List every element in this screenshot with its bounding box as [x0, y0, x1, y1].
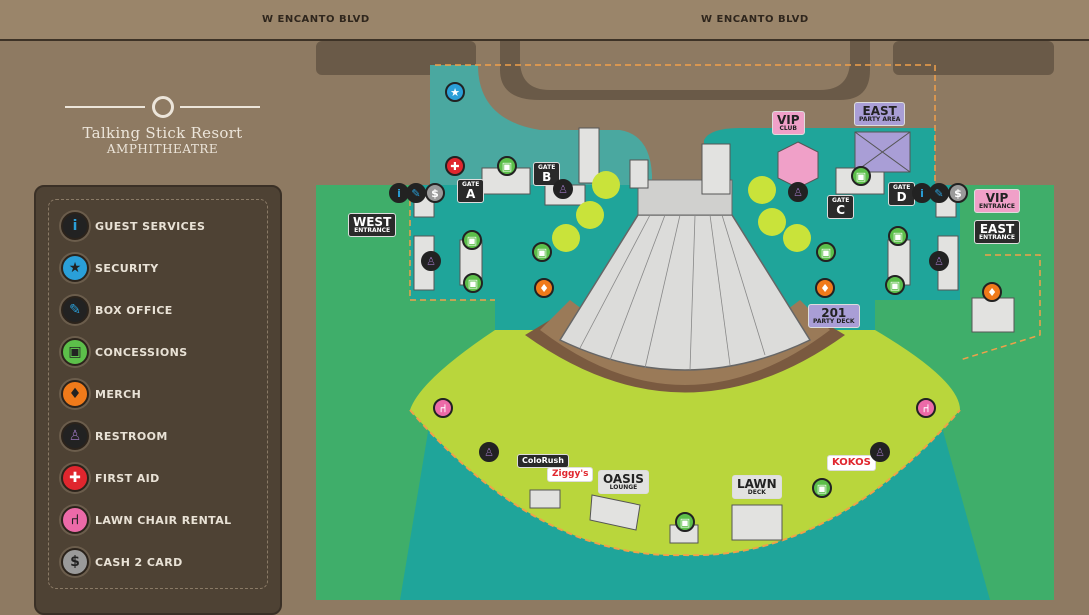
- restroom-icon[interactable]: ♙: [788, 182, 808, 202]
- concessions-icon[interactable]: ▣: [532, 242, 552, 262]
- shirt-icon[interactable]: ♦: [534, 278, 554, 298]
- first-aid-icon: ✚: [61, 464, 89, 492]
- restroom-icon[interactable]: ♙: [553, 179, 573, 199]
- restroom-icon[interactable]: ♙: [421, 251, 441, 271]
- cash-icon[interactable]: $: [948, 183, 968, 203]
- logo-line2: AMPHITHEATRE: [106, 142, 219, 156]
- restroom-icon[interactable]: ♙: [479, 442, 499, 462]
- colorush-label[interactable]: ColoRush: [517, 454, 569, 468]
- seating-deck: [525, 320, 845, 393]
- security-icon[interactable]: ★: [445, 82, 465, 102]
- lawn-chair-icon[interactable]: ⑁: [916, 398, 936, 418]
- legend-item-lawn-chair-rental[interactable]: ⑁LAWN CHAIR RENTAL: [61, 506, 232, 534]
- palm-trees: [552, 171, 811, 252]
- legend-item-cash-2-card[interactable]: $CASH 2 CARD: [61, 548, 183, 576]
- ticket-icon[interactable]: ✎: [406, 183, 426, 203]
- legend-item-concessions[interactable]: ▣CONCESSIONS: [61, 338, 188, 366]
- info-icon: i: [61, 212, 89, 240]
- shirt-icon[interactable]: ♦: [982, 282, 1002, 302]
- legend-item-box-office[interactable]: ✎BOX OFFICE: [61, 296, 173, 324]
- parking-lot: [893, 41, 1054, 75]
- ticket-icon: ✎: [61, 296, 89, 324]
- concessions-icon[interactable]: ▣: [675, 512, 695, 532]
- concessions-icon[interactable]: ▣: [851, 166, 871, 186]
- concessions-icon[interactable]: ▣: [812, 478, 832, 498]
- concessions-icon: ▣: [61, 338, 89, 366]
- road-w-encanto-blvd: W ENCANTO BLVD W ENCANTO BLVD: [0, 0, 1089, 41]
- venue-logo: Talking Stick Resort AMPHITHEATRE: [60, 96, 265, 156]
- concessions-icon[interactable]: ▣: [885, 275, 905, 295]
- legend-item-security[interactable]: ★SECURITY: [61, 254, 159, 282]
- lawn-chair-icon[interactable]: ⑁: [433, 398, 453, 418]
- concessions-icon[interactable]: ▣: [888, 226, 908, 246]
- restroom-icon[interactable]: ♙: [929, 251, 949, 271]
- logo-swirl-icon: [151, 96, 174, 118]
- venue-map: [316, 41, 1054, 600]
- shirt-icon[interactable]: ♦: [815, 278, 835, 298]
- ziggys-label[interactable]: Ziggy's: [547, 467, 594, 482]
- ticket-icon[interactable]: ✎: [929, 183, 949, 203]
- road-label: W ENCANTO BLVD: [701, 14, 809, 25]
- legend-item-restroom[interactable]: ♙RESTROOM: [61, 422, 168, 450]
- stage-roof: [558, 214, 812, 371]
- logo-line1: Talking Stick Resort: [82, 124, 243, 142]
- restroom-icon: ♙: [61, 422, 89, 450]
- first-aid-icon[interactable]: ✚: [445, 156, 465, 176]
- west-lawn-area: [316, 185, 495, 600]
- concessions-icon[interactable]: ▣: [816, 242, 836, 262]
- cash-icon[interactable]: $: [425, 183, 445, 203]
- legend-item-first-aid[interactable]: ✚FIRST AID: [61, 464, 160, 492]
- concessions-icon[interactable]: ▣: [462, 230, 482, 250]
- concessions-icon[interactable]: ▣: [463, 273, 483, 293]
- concessions-icon[interactable]: ▣: [497, 156, 517, 176]
- road-label: W ENCANTO BLVD: [262, 14, 370, 25]
- cash-icon: $: [61, 548, 89, 576]
- kokos-label[interactable]: KOKOS: [827, 455, 876, 471]
- legend-item-merch[interactable]: ♦MERCH: [61, 380, 141, 408]
- lawn-chair-icon: ⑁: [61, 506, 89, 534]
- shirt-icon: ♦: [61, 380, 89, 408]
- restroom-icon[interactable]: ♙: [870, 442, 890, 462]
- east-lawn-area: [875, 185, 1054, 600]
- shield-icon: ★: [61, 254, 89, 282]
